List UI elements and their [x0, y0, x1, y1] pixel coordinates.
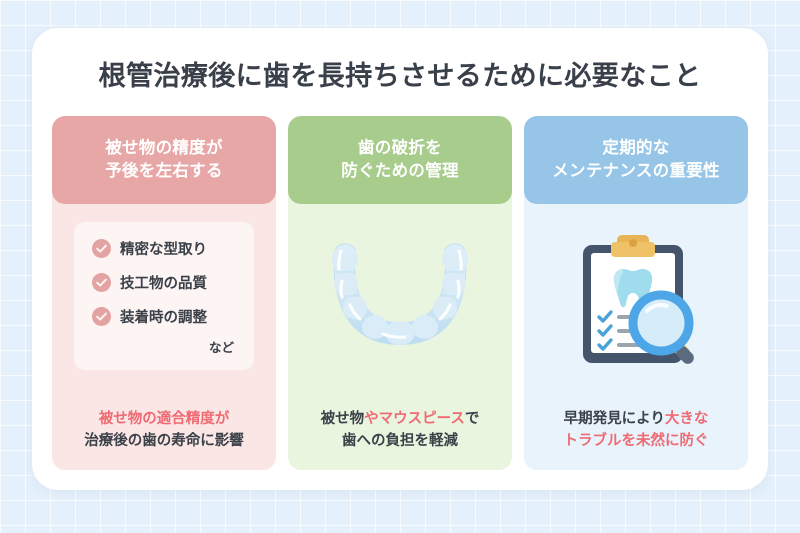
column-body-crown-accuracy: 精密な型取り 技工物の品質 — [52, 204, 276, 470]
list-item: 精密な型取り — [92, 238, 254, 259]
check-circle-icon — [92, 239, 111, 258]
columns-container: 被せ物の精度が 予後を左右する 精密 — [52, 116, 748, 470]
column-body-regular-maintenance: 早期発見により大きな トラブルを未然に防ぐ — [524, 204, 748, 470]
caption-line2: トラブルを未然に防ぐ — [563, 432, 709, 449]
checklist-item-label: 技工物の品質 — [120, 276, 207, 292]
check-circle-icon — [92, 273, 111, 292]
column-header-line2: 予後を左右する — [105, 162, 223, 180]
check-circle-icon — [92, 307, 111, 326]
column-fracture-prevention: 歯の破折を 防ぐための管理 — [288, 116, 512, 470]
column-regular-maintenance: 定期的な メンテナンスの重要性 — [524, 116, 748, 470]
checklist-item-label: 精密な型取り — [120, 242, 207, 258]
caption-part-c: で — [464, 411, 480, 428]
clipboard-checklist-icon — [524, 208, 748, 388]
caption-highlight: 被せ物の適合精度が — [98, 411, 230, 428]
column-caption-crown-accuracy: 被せ物の適合精度が 治療後の歯の寿命に影響 — [52, 409, 276, 452]
caption-line2: 治療後の歯の寿命に影響 — [84, 432, 244, 449]
caption-highlight: 大きな — [664, 411, 709, 428]
column-header-line1: 被せ物の精度が — [105, 138, 223, 157]
column-header-regular-maintenance: 定期的な メンテナンスの重要性 — [524, 116, 748, 204]
checklist-box: 精密な型取り 技工物の品質 — [74, 222, 254, 370]
caption-highlight: やマウスピース — [364, 411, 465, 428]
column-body-fracture-prevention: 被せ物やマウスピースで 歯への負担を軽減 — [288, 204, 512, 470]
mouthguard-icon — [288, 214, 512, 384]
column-header-line2: メンテナンスの重要性 — [552, 162, 720, 180]
list-item: 技工物の品質 — [92, 272, 254, 293]
column-crown-accuracy: 被せ物の精度が 予後を左右する 精密 — [52, 116, 276, 470]
column-caption-fracture-prevention: 被せ物やマウスピースで 歯への負担を軽減 — [288, 409, 512, 452]
column-header-line1: 定期的な — [602, 138, 670, 157]
caption-part-a: 被せ物 — [320, 411, 365, 428]
column-header-crown-accuracy: 被せ物の精度が 予後を左右する — [52, 116, 276, 204]
caption-part-a: 早期発見により — [563, 411, 665, 428]
list-item: 装着時の調整 — [92, 306, 254, 327]
column-caption-regular-maintenance: 早期発見により大きな トラブルを未然に防ぐ — [524, 409, 748, 452]
checklist-item-label: 装着時の調整 — [120, 310, 207, 326]
column-header-fracture-prevention: 歯の破折を 防ぐための管理 — [288, 116, 512, 204]
column-header-line1: 歯の破折を — [357, 138, 442, 157]
checklist-etc-label: など — [208, 341, 234, 355]
caption-line2: 歯への負担を軽減 — [342, 432, 458, 449]
column-header-line2: 防ぐための管理 — [341, 162, 459, 180]
page-title: 根管治療後に歯を長持ちさせるために必要なこと — [98, 61, 702, 91]
content-card: 根管治療後に歯を長持ちさせるために必要なこと 被せ物の精度が 予後を左右する — [32, 28, 768, 490]
